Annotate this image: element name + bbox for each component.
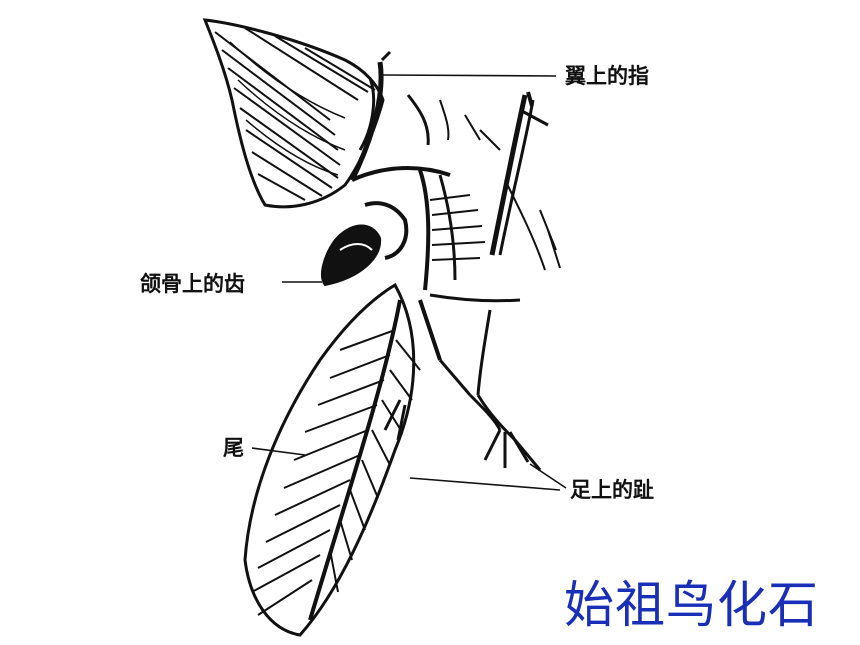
leader-tail (251, 447, 306, 456)
leader-foot-2 (529, 463, 567, 489)
wing-feathers (214, 27, 376, 201)
tail (243, 282, 421, 637)
label-foot-toes: 足上的趾 (570, 478, 654, 502)
leader-foot-1 (409, 477, 561, 491)
label-wing-fingers: 翼上的指 (565, 64, 649, 88)
wing (202, 18, 392, 209)
feet (383, 399, 542, 471)
leader-wing (382, 74, 557, 77)
label-jaw-teeth: 颌骨上的齿 (140, 272, 245, 296)
wing-bone (349, 61, 384, 182)
label-tail: 尾 (223, 436, 244, 460)
tail-vertebrae (308, 299, 402, 621)
skull (321, 201, 409, 287)
body-skeleton (351, 94, 521, 442)
right-wing-bones (489, 91, 561, 271)
caption-title: 始祖鸟化石 (564, 576, 819, 634)
tail-feathers (251, 329, 421, 616)
leader-lines (251, 74, 567, 491)
